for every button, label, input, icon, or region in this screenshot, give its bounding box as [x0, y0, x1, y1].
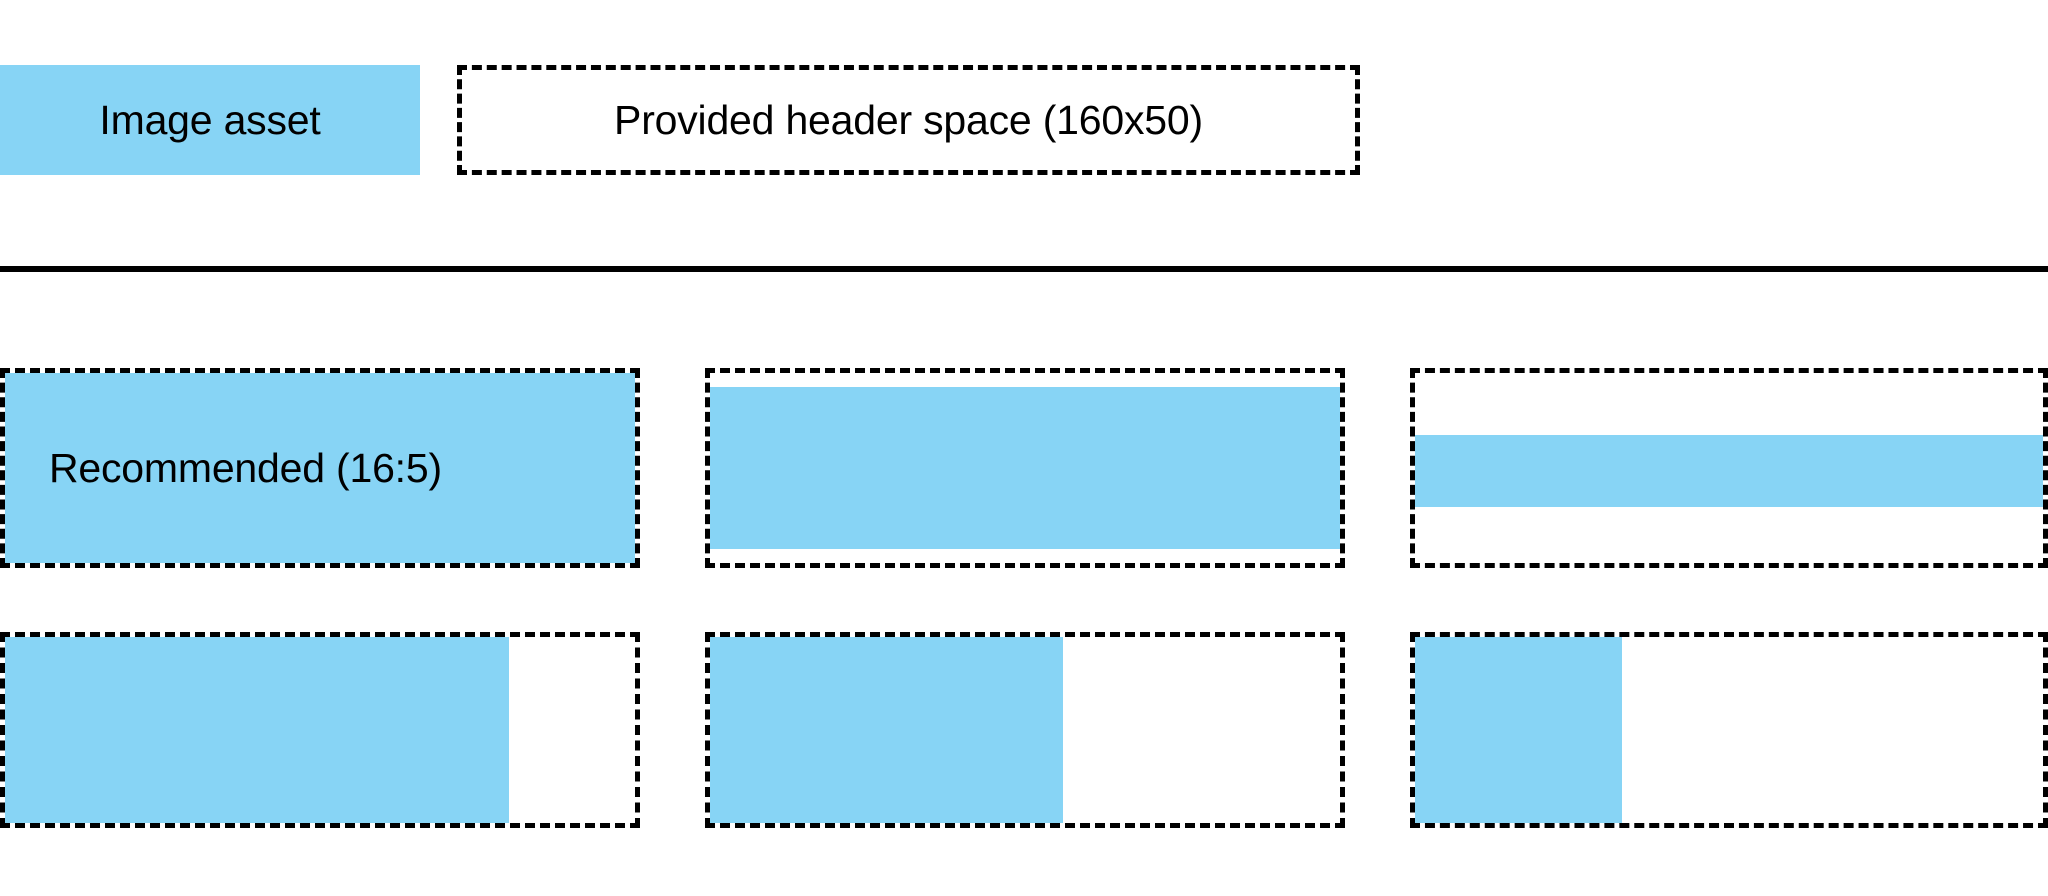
examples-grid: Recommended (16:5) [0, 368, 2048, 838]
asset-fill-full [5, 373, 635, 563]
legend-image-asset-swatch: Image asset [0, 65, 420, 175]
example-cell-thin-band [1410, 368, 2048, 568]
legend-provided-header-space-label: Provided header space (160x50) [614, 96, 1203, 143]
asset-fill-inset-vertical [710, 387, 1340, 549]
asset-fill-width-33 [1415, 637, 1623, 823]
legend-image-asset-label: Image asset [99, 96, 321, 143]
example-cell-width-33 [1410, 632, 2048, 828]
asset-fill-width-80 [5, 637, 509, 823]
legend-row: Image asset Provided header space (160x5… [0, 65, 2048, 175]
example-cell-width-80 [0, 632, 640, 828]
asset-fill-width-56 [710, 637, 1063, 823]
example-cell-recommended: Recommended (16:5) [0, 368, 640, 568]
example-cell-inset-vertical [705, 368, 1345, 568]
section-divider [0, 266, 2048, 272]
example-cell-width-56 [705, 632, 1345, 828]
legend-provided-header-space-box: Provided header space (160x50) [457, 65, 1360, 175]
asset-fill-thin-band [1415, 435, 2043, 507]
